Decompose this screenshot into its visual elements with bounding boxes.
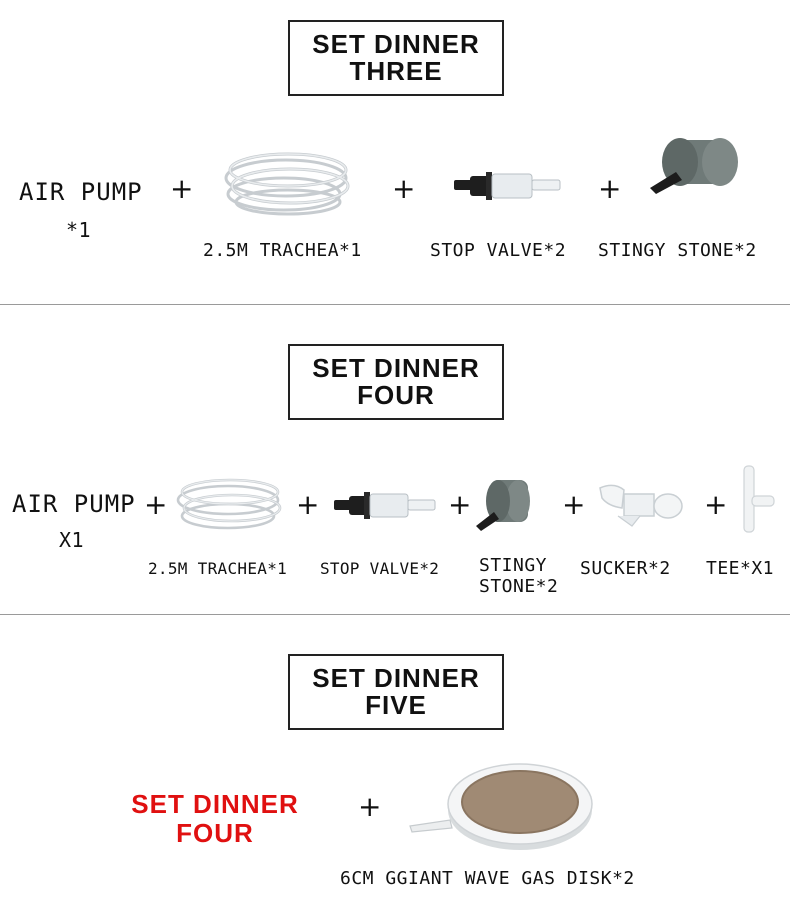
section-four-title: SET DINNER FOUR [288, 344, 504, 420]
title-line-1: SET DINNER [312, 663, 480, 693]
plus-sign: + [170, 172, 194, 205]
air-pump-qty: *1 [66, 218, 92, 242]
base-set-line-1: SET DINNER [131, 789, 299, 819]
tee-connector-icon [743, 465, 775, 533]
gas-disk-icon [409, 763, 593, 850]
tube-label: 2.5M TRACHEA*1 [148, 559, 288, 578]
air-stone-icon [650, 138, 738, 194]
tube-label: 2.5M TRACHEA*1 [203, 240, 362, 261]
plus-sign: + [704, 488, 728, 521]
stone-label: STINGY STONE*2 [598, 240, 757, 261]
title-line-2: FIVE [365, 690, 427, 720]
tube-coil-icon [176, 478, 282, 530]
valve-label: STOP VALVE*2 [430, 240, 567, 261]
tube-coil-icon [224, 152, 350, 216]
plus-sign: + [448, 488, 472, 521]
plus-sign: + [296, 488, 320, 521]
base-set-line-2: FOUR [176, 818, 254, 848]
plus-sign: + [144, 488, 168, 521]
plus-sign: + [392, 172, 416, 205]
stop-valve-icon [334, 492, 436, 519]
divider [0, 304, 790, 305]
section-three-title: SET DINNER THREE [288, 20, 504, 96]
divider [0, 614, 790, 615]
air-pump-qty: X1 [59, 528, 85, 552]
title-line-2: THREE [349, 56, 443, 86]
stop-valve-icon [454, 172, 561, 200]
air-stone-icon [476, 480, 530, 531]
valve-label: STOP VALVE*2 [320, 559, 440, 578]
section-five-title: SET DINNER FIVE [288, 654, 504, 730]
sucker-icon [599, 484, 683, 527]
air-pump-label: AIR PUMP [19, 178, 143, 206]
plus-sign: + [598, 172, 622, 205]
stone-label-line-1: STINGY [479, 555, 548, 576]
stone-label-line-2: STONE*2 [479, 576, 559, 597]
plus-sign: + [562, 488, 586, 521]
plus-sign: + [358, 790, 382, 823]
air-pump-label: AIR PUMP [12, 490, 136, 518]
title-line-1: SET DINNER [312, 353, 480, 383]
base-set-label: SET DINNER FOUR [112, 790, 318, 848]
disk-label: 6CM GGIANT WAVE GAS DISK*2 [340, 868, 635, 889]
sucker-label: SUCKER*2 [580, 558, 671, 579]
title-line-2: FOUR [357, 380, 435, 410]
title-line-1: SET DINNER [312, 29, 480, 59]
tee-label: TEE*X1 [706, 558, 775, 579]
